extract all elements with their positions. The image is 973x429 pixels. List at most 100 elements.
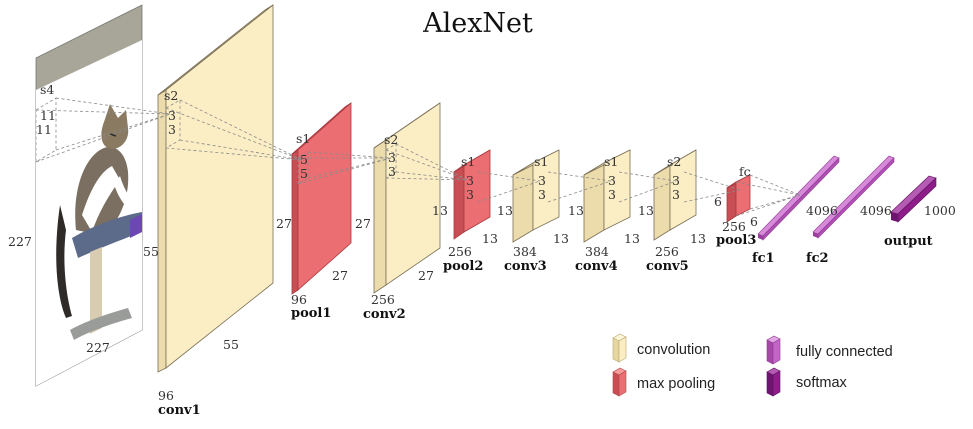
legend-label-max-pooling: max pooling	[637, 376, 715, 392]
conv5-stride-label: s2	[667, 154, 681, 169]
link-conv2-pool2-d	[385, 177, 469, 181]
link-pool3-fc1-d	[735, 194, 801, 217]
conv3-side	[512, 162, 534, 243]
legend-item-max-pooling: max pooling	[612, 367, 715, 397]
conv3-stride-label: s1	[534, 154, 548, 169]
conv1-side	[157, 89, 167, 373]
cat-tree	[70, 212, 142, 340]
conv1-name-label: conv1	[158, 403, 201, 418]
conv3-height-label: 13	[497, 203, 513, 218]
pool1-kernel	[297, 151, 309, 185]
conv5-depth-label: 256	[655, 244, 679, 259]
input-width-label: 227	[86, 340, 110, 355]
link-conv4-conv5-b	[618, 180, 677, 203]
conv1-kernel-h-label: 3	[168, 108, 176, 123]
conv5-kernel-h-label: 3	[672, 173, 680, 188]
connection-lines	[35, 97, 801, 217]
input-kernel-w-label: 11	[36, 122, 52, 137]
pool2-height-label: 13	[432, 203, 448, 218]
conv4-name-label: conv4	[575, 259, 618, 274]
conv5-kernel-w-label: 3	[672, 187, 680, 202]
cat-leg	[114, 176, 140, 218]
link-conv1-pool1-c	[165, 107, 303, 161]
conv1-width-label: 55	[223, 337, 239, 352]
conv1-stride-label: s2	[164, 88, 178, 103]
conv4-stride-label: s1	[604, 154, 618, 169]
layer-pool1: s1 5 5 27 27 27 96 pool1	[276, 102, 371, 321]
input-stride-label: s4	[40, 82, 54, 97]
input-kernel-h-label: 11	[40, 108, 56, 123]
cat-toy	[130, 214, 142, 238]
conv4-width-label: 13	[624, 231, 640, 246]
layer-conv1: s2 3 3 55 55 96 conv1	[143, 4, 274, 418]
pool2-kernel-w-label: 3	[466, 187, 474, 202]
pool1-side	[291, 149, 299, 295]
layer-pool3: fc 6 6 256 pool3	[714, 164, 758, 248]
cat-tree-post	[90, 247, 102, 334]
link-conv2-pool2-c	[385, 149, 469, 181]
layer-conv3: s1 3 3 13 13 384 conv3	[497, 149, 569, 274]
legend-label-convolution: convolution	[637, 342, 710, 358]
layer-pool2: s1 3 3 13 13 256 pool2	[432, 149, 498, 274]
fc2-name-label: fc2	[806, 251, 829, 266]
link-conv1-pool1-d	[165, 147, 303, 161]
input-kernel	[35, 97, 57, 163]
conv1-front	[165, 4, 274, 369]
pool3-stride-label: fc	[739, 164, 751, 179]
pool2-kernel-h-label: 3	[466, 173, 474, 188]
pool2-name-label: pool2	[443, 259, 483, 274]
conv4-front	[603, 149, 631, 231]
pool1-kernel-w-label: 5	[300, 166, 308, 181]
layer-conv5: s2 3 3 13 13 256 conv5	[638, 149, 706, 274]
conv3-kernel-h-label: 3	[538, 173, 546, 188]
conv3-width-label: 13	[553, 231, 569, 246]
fc1-name-label: fc1	[752, 251, 775, 266]
link-input-conv1-a	[55, 97, 171, 115]
link-input-conv1-c	[35, 109, 171, 115]
pool2-side	[453, 164, 465, 240]
cat-belly	[82, 166, 120, 232]
conv5-front	[669, 149, 697, 231]
conv3-depth-label: 384	[513, 244, 537, 259]
pool3-height-label: 6	[714, 194, 722, 209]
layer-output: 4096 1000 output	[860, 175, 956, 249]
legend-item-convolution: convolution	[612, 333, 710, 363]
layer-fc1: fc1	[752, 155, 840, 266]
legend-swatch-convolution	[618, 336, 627, 363]
conv2-name-label: conv2	[363, 307, 406, 322]
link-pool1-conv2-a	[307, 151, 392, 159]
legend: convolution max pooling fully connected …	[612, 333, 893, 397]
cat-photo	[56, 104, 140, 318]
output-size-label: 1000	[924, 203, 956, 218]
legend-label-softmax: softmax	[796, 375, 848, 391]
pool3-front	[735, 174, 751, 217]
pool3-width-label: 6	[750, 214, 758, 229]
pool1-name-label: pool1	[291, 306, 331, 321]
legend-swatch-side	[766, 339, 774, 365]
conv1-depth-label: 96	[158, 388, 174, 403]
pool1-stride-label: s1	[296, 131, 310, 146]
pool1-depth-label: 96	[291, 292, 307, 307]
legend-swatch-max-pooling	[618, 370, 627, 397]
conv2-side	[373, 139, 387, 294]
link-conv5-pool3-b	[683, 189, 741, 203]
pool3-name-label: pool3	[716, 233, 756, 248]
conv1-height-label: 55	[143, 244, 159, 259]
pool1-height-label: 27	[276, 216, 292, 231]
output-name-label: output	[884, 234, 933, 249]
pool2-depth-label: 256	[448, 244, 472, 259]
diagram-title: AlexNet	[422, 8, 533, 39]
conv3-front	[532, 149, 560, 231]
pool3-side	[726, 181, 737, 223]
cat-tree-base	[70, 308, 132, 340]
layer-conv2: s2 3 3 27 256 conv2	[363, 102, 441, 322]
conv4-depth-label: 384	[585, 244, 609, 259]
pool1-side-size-label: 27	[355, 216, 371, 231]
conv2-kernel-h-label: 3	[388, 150, 396, 165]
fc2-end	[813, 232, 818, 238]
conv2-width-label: 27	[418, 268, 434, 283]
link-pool3-fc1-a	[749, 174, 801, 196]
cat-eye	[109, 133, 117, 137]
link-conv1-pool1-a	[179, 99, 303, 161]
